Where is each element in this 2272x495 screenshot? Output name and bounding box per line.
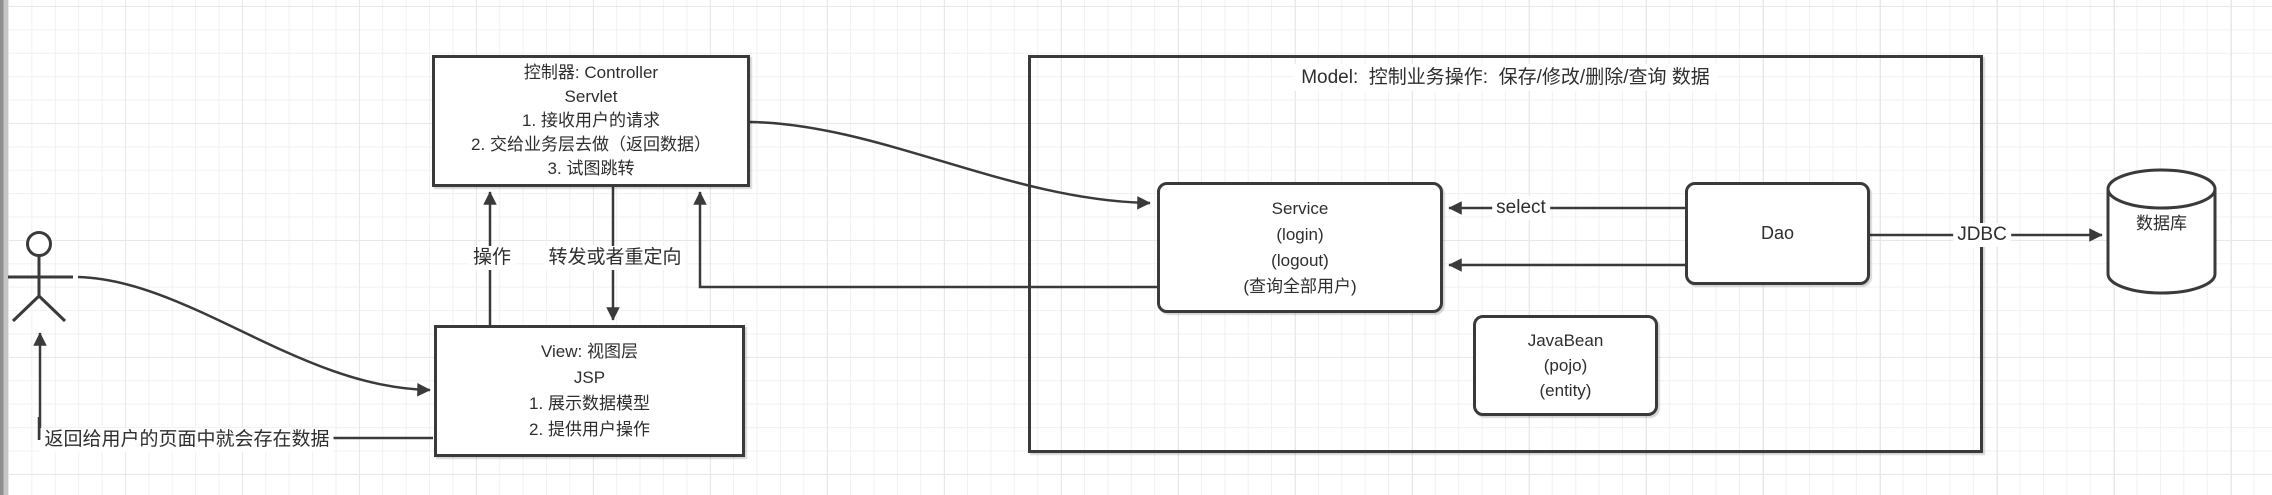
view-node[interactable]: View: 视图层 JSP 1. 展示数据模型 2. 提供用户操作 xyxy=(434,325,745,457)
edge-service-to-controller xyxy=(693,191,1157,289)
edge-label-return-to-user[interactable]: 返回给用户的页面中就会存在数据 xyxy=(40,428,334,452)
controller-node[interactable]: 控制器: Controller Servlet 1. 接收用户的请求 2. 交给… xyxy=(432,55,750,187)
database-cylinder-top xyxy=(2106,168,2217,210)
service-node[interactable]: Service (login) (logout) (查询全部用户) xyxy=(1157,182,1443,313)
view-line: JSP xyxy=(573,368,606,387)
view-line: View: 视图层 xyxy=(541,342,638,361)
dao-node[interactable]: Dao xyxy=(1685,182,1870,285)
database-icon[interactable] xyxy=(2106,168,2217,295)
controller-line: 3. 试图跳转 xyxy=(547,159,635,178)
view-line: 2. 提供用户操作 xyxy=(529,420,650,439)
edge-user-to-view xyxy=(77,275,431,397)
model-container-node[interactable]: Model: 控制业务操作: 保存/修改/删除/查询 数据 xyxy=(1028,55,1983,453)
user-actor-icon[interactable] xyxy=(6,231,73,323)
model-title: Model: 控制业务操作: 保存/修改/删除/查询 数据 xyxy=(1293,64,1718,91)
javabean-line: (pojo) xyxy=(1543,356,1588,375)
database-label: 数据库 xyxy=(2136,214,2187,233)
javabean-line: (entity) xyxy=(1539,381,1592,400)
actor-leg-left xyxy=(11,294,41,323)
service-line: Service xyxy=(1271,198,1329,218)
controller-line: 2. 交给业务层去做（返回数据） xyxy=(471,135,711,154)
actor-leg-right xyxy=(37,294,67,323)
edge-label-forward-redirect[interactable]: 转发或者重定向 xyxy=(544,246,686,270)
database-cylinder-body xyxy=(2106,189,2217,295)
edge-label-jdbc[interactable]: JDBC xyxy=(1953,223,2011,247)
edge-controller-to-service xyxy=(749,120,1151,210)
javabean-node[interactable]: JavaBean (pojo) (entity) xyxy=(1473,315,1658,416)
dao-label: Dao xyxy=(1760,223,1795,243)
edge-label-operate[interactable]: 操作 xyxy=(468,246,516,270)
view-line: 1. 展示数据模型 xyxy=(529,394,650,413)
actor-head xyxy=(26,231,52,257)
service-line: (查询全部用户) xyxy=(1243,276,1357,296)
edge-label-select[interactable]: select xyxy=(1492,196,1550,220)
service-line: (login) xyxy=(1276,224,1324,244)
controller-line: 控制器: Controller xyxy=(523,63,659,82)
vertical-scrollbar[interactable] xyxy=(0,0,8,495)
service-line: (logout) xyxy=(1271,250,1329,270)
controller-line: 1. 接收用户的请求 xyxy=(522,111,660,130)
javabean-line: JavaBean xyxy=(1527,331,1604,350)
controller-line: Servlet xyxy=(564,87,618,106)
